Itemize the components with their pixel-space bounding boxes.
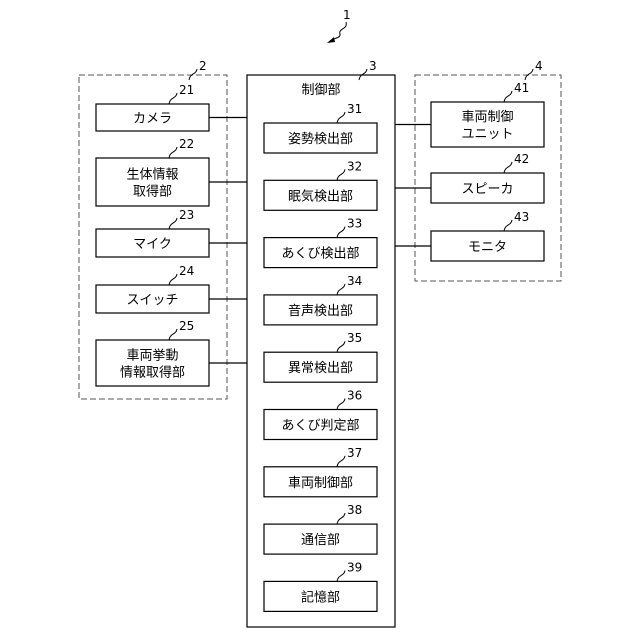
input-block-label: カメラ [133, 112, 172, 127]
output-devices: 車両制御ユニット 41 スピーカ 42 モニタ 43 [431, 81, 544, 261]
leader-line [169, 274, 177, 285]
group-ref-number: 4 [535, 59, 543, 73]
output-block-label: 車両制御 [461, 110, 513, 125]
control-block-label: 姿勢検出部 [288, 131, 353, 147]
control-block-label: 異常検出部 [288, 361, 353, 376]
group-ref-inputs: 2 [189, 59, 207, 80]
input-block-25: 車両挙動情報取得部 25 [96, 319, 209, 386]
control-block-label: 車両制御部 [288, 476, 353, 491]
reference-number: 35 [347, 331, 362, 345]
reference-number: 31 [347, 102, 362, 116]
reference-number: 25 [179, 319, 194, 333]
reference-number: 24 [179, 264, 194, 278]
input-block-23: マイク 23 [96, 208, 209, 257]
input-devices: カメラ 21 生体情報取得部 22 マイク 23 スイッチ 24 車両挙動情報取得部 25 [96, 83, 209, 386]
input-block-22: 生体情報取得部 22 [96, 137, 209, 206]
output-block-43: モニタ 43 [431, 210, 544, 261]
input-block-label: 車両挙動 [126, 349, 178, 364]
figure-ref-arrowhead [327, 37, 335, 43]
figure-reference: 1 [327, 8, 351, 43]
control-block-label: 眠気検出部 [288, 188, 353, 204]
reference-number: 22 [179, 137, 194, 151]
control-block-label: 音声検出部 [288, 303, 353, 319]
leader-line [169, 93, 177, 104]
output-block-41: 車両制御ユニット 41 [431, 81, 544, 147]
control-block-label: あくび判定部 [281, 419, 359, 434]
figure-ref-arrow-line [330, 22, 346, 41]
reference-number: 21 [179, 83, 194, 97]
input-block-21: カメラ 21 [96, 83, 209, 131]
input-block-label: 生体情報 [126, 168, 178, 183]
input-block-label: 取得部 [133, 184, 172, 200]
reference-number: 39 [347, 560, 362, 574]
reference-number: 43 [514, 210, 529, 224]
output-block-label: ユニット [461, 127, 513, 142]
leader-line [169, 147, 177, 158]
output-block-label: スピーカ [461, 182, 513, 197]
reference-number: 38 [347, 503, 362, 517]
control-unit-title: 制御部 [301, 83, 340, 98]
group-ref-number: 3 [369, 59, 377, 73]
reference-number: 34 [347, 274, 362, 288]
output-block-42: スピーカ 42 [431, 152, 544, 203]
group-ref-number: 2 [199, 59, 207, 73]
group-ref-outputs: 4 [525, 59, 543, 80]
output-block-label: モニタ [468, 240, 507, 255]
input-block-24: スイッチ 24 [96, 264, 209, 313]
input-block-label: スイッチ [126, 293, 178, 308]
reference-number: 37 [347, 446, 362, 460]
leader-line [504, 162, 512, 173]
reference-number: 41 [514, 81, 529, 95]
leader-line [504, 220, 512, 231]
control-block-label: 通信部 [301, 533, 340, 548]
reference-number: 23 [179, 208, 194, 222]
control-block-label: 記憶部 [301, 589, 340, 605]
reference-number: 32 [347, 159, 362, 173]
leader-line [504, 91, 512, 102]
input-block-label: マイク [133, 237, 172, 252]
reference-number: 42 [514, 152, 529, 166]
leader-line [169, 218, 177, 229]
reference-number: 33 [347, 217, 362, 231]
figure-ref-number: 1 [343, 8, 351, 22]
control-block-label: あくび検出部 [281, 247, 359, 262]
leader-line [169, 329, 177, 340]
input-block-label: 情報取得部 [120, 365, 185, 381]
reference-number: 36 [347, 389, 362, 403]
